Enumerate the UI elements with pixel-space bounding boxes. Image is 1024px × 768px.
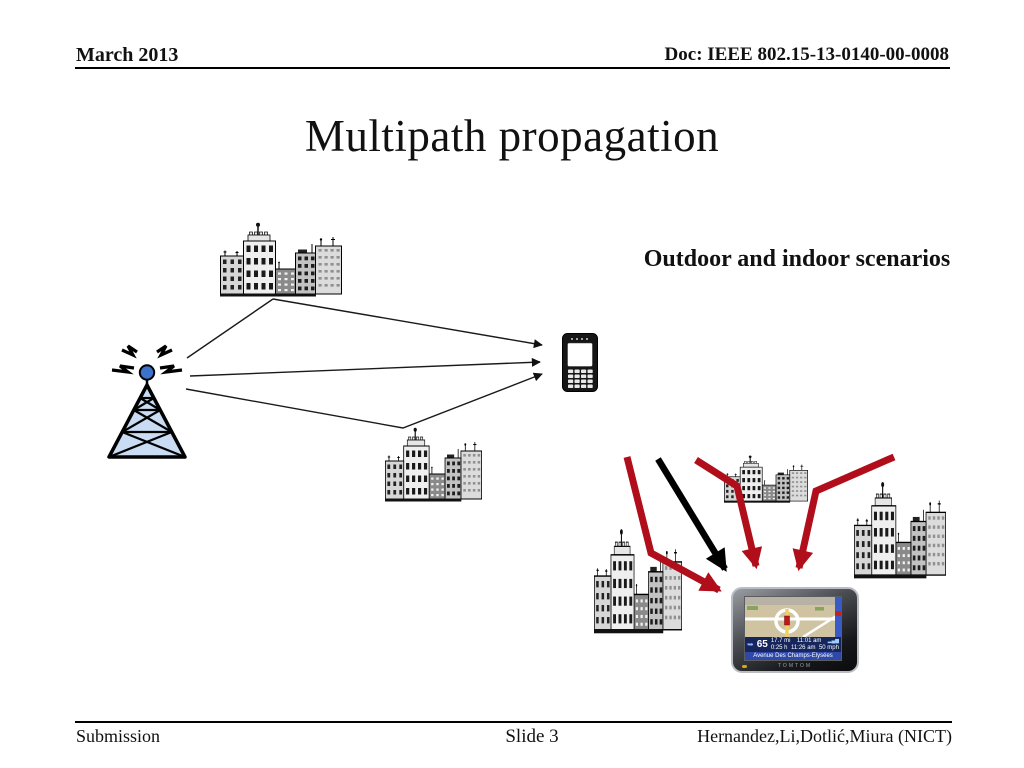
reflection-arrow-red-right [792,453,896,572]
footer-slide-number: Slide 3 [505,726,559,747]
gps-speed-limit: 50 mph [818,644,839,651]
gps-brand-label: TOMTOM [777,663,813,669]
signal-path-via-lower-buildings [185,372,543,429]
city-buildings-icon [594,528,682,634]
city-buildings-icon [220,222,342,297]
signal-path-direct [189,357,541,377]
footer-submission: Submission [76,726,161,746]
header-doc-number: Doc: IEEE 802.15-13-0140-00-0008 [664,44,949,65]
city-buildings-icon [854,481,946,579]
signal-path-lines [185,298,543,429]
reflection-arrow-red-middle [694,457,763,570]
gps-trip-row-1: 17.7 mi 11:01 am ▂▄▆ [771,638,839,645]
gps-screen: ➥ 65 17.7 mi 11:01 am ▂▄▆ 0:25 h 11:26 a… [744,596,842,661]
direct-arrow-black [655,457,728,572]
gps-arrival-time: 11:01 am [796,637,822,644]
radio-tower-icon [107,344,187,459]
reflection-arrows [623,453,896,594]
signal-path-buildings-to-phone [272,298,543,349]
gps-info-bar: ➥ 65 17.7 mi 11:01 am ▂▄▆ 0:25 h 11:26 a… [745,637,841,652]
city-buildings-icon [385,427,482,502]
header-rule [75,67,950,69]
gps-trip-row-2: 0:25 h 11:26 am 50 mph [771,645,839,652]
gps-street-name: Avenue Des Champs-Elysées [745,652,841,660]
gps-map-icon [745,597,841,637]
page-title: Multipath propagation [304,111,720,161]
reflection-arrow-red-left [623,456,722,594]
signal-bars-icon: ▂▄▆ [827,637,839,644]
footer-authors: Hernandez,Li,Dotlić,Miura (NICT) [697,726,952,746]
gps-remaining-time: 0:25 h [770,644,788,651]
gps-navigator: ➥ 65 17.7 mi 11:01 am ▂▄▆ 0:25 h 11:26 a… [731,587,859,673]
gps-power-led [742,664,747,668]
gps-speed: 65 [756,638,768,650]
mobile-phone-icon [562,333,598,392]
gps-distance: 17.7 mi [770,637,791,644]
header-date: March 2013 [76,44,179,66]
footer-rule [75,721,952,723]
signal-path-tower-to-buildings [186,298,274,359]
scenario-label: Outdoor and indoor scenarios [643,246,951,272]
transmission-bolts-icon [111,344,183,375]
gps-clock-time: 11:26 am [790,644,816,651]
gps-turn-icon: ➥ [747,639,754,649]
